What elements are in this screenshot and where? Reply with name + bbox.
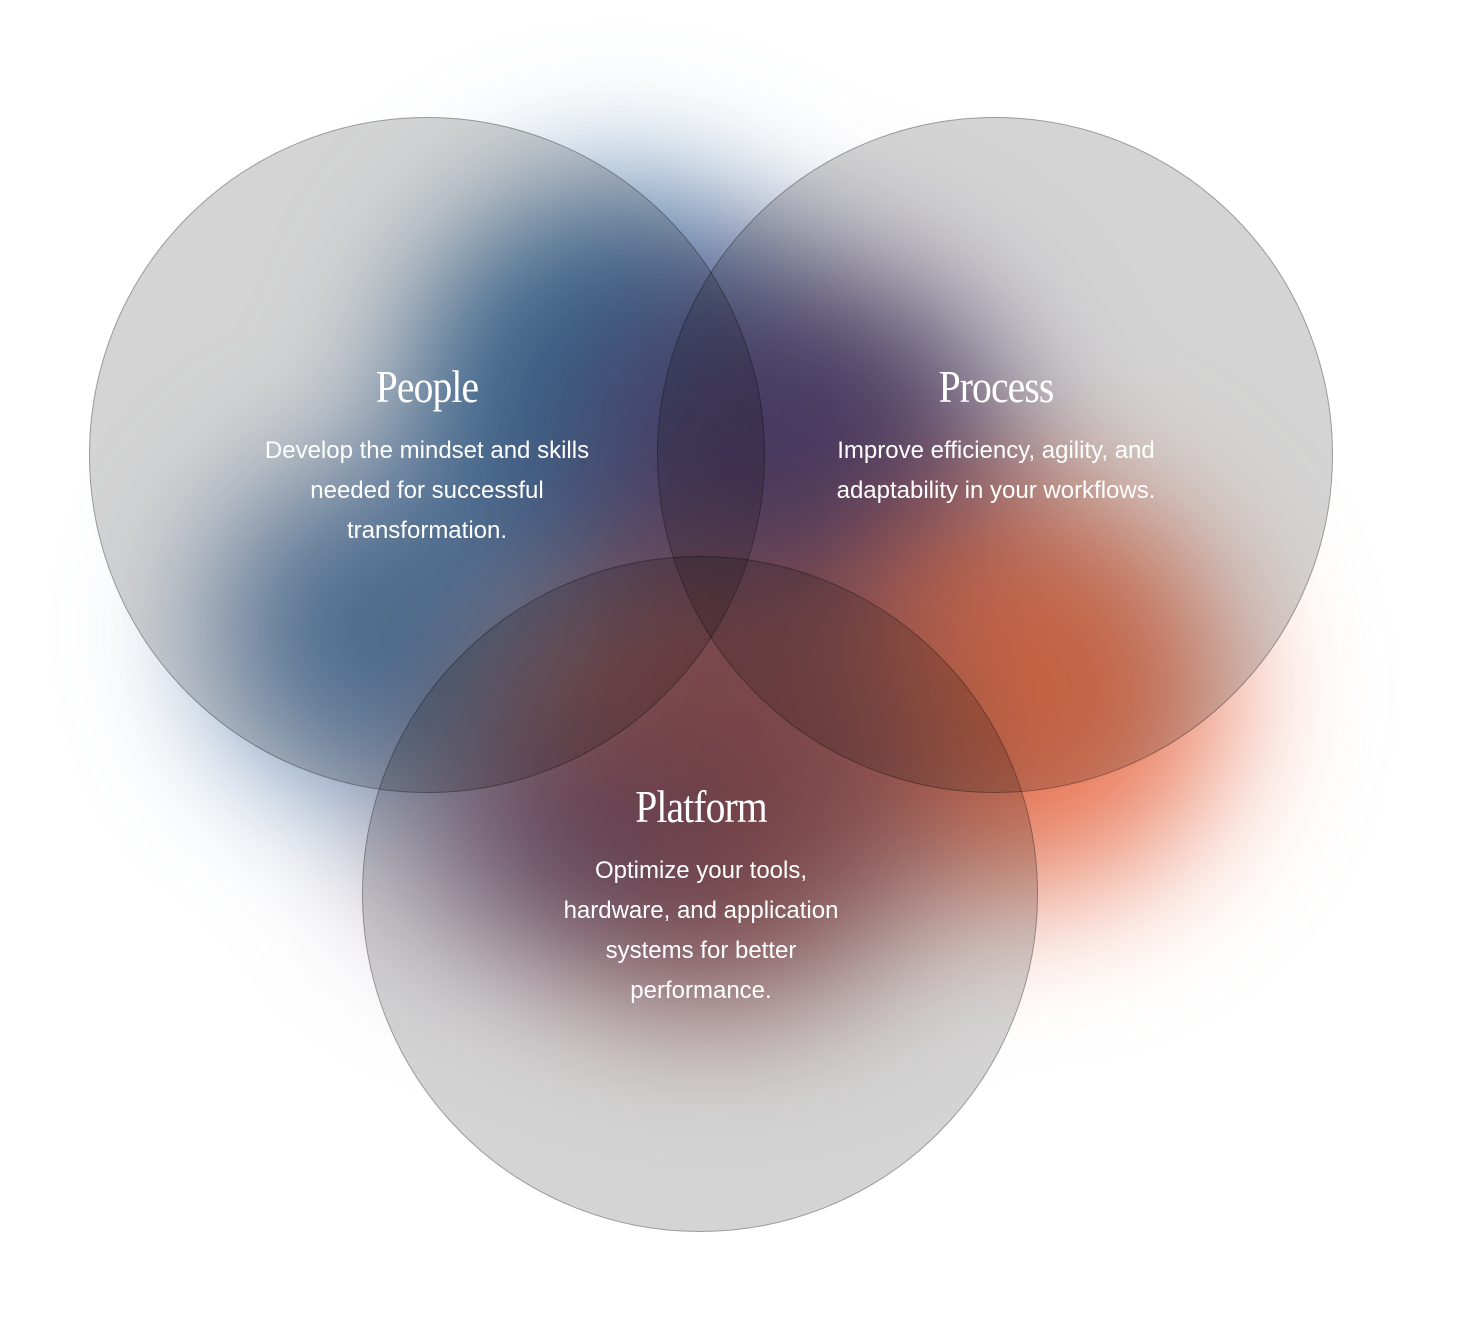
- platform-title: Platform: [635, 781, 767, 832]
- platform-description: Optimize your tools, hardware, and appli…: [563, 857, 839, 1004]
- people-title: People: [375, 361, 479, 412]
- people-description: Develop the mindset and skills needed fo…: [264, 437, 590, 544]
- process-title: Process: [938, 361, 1055, 412]
- process-label: Process Improve efficiency, agility, and…: [796, 360, 1196, 511]
- people-label: People Develop the mindset and skills ne…: [227, 360, 627, 551]
- process-description: Improve efficiency, agility, and adaptab…: [836, 437, 1156, 504]
- platform-label: Platform Optimize your tools, hardware, …: [501, 780, 901, 1011]
- venn-circle-platform: [362, 556, 1038, 1232]
